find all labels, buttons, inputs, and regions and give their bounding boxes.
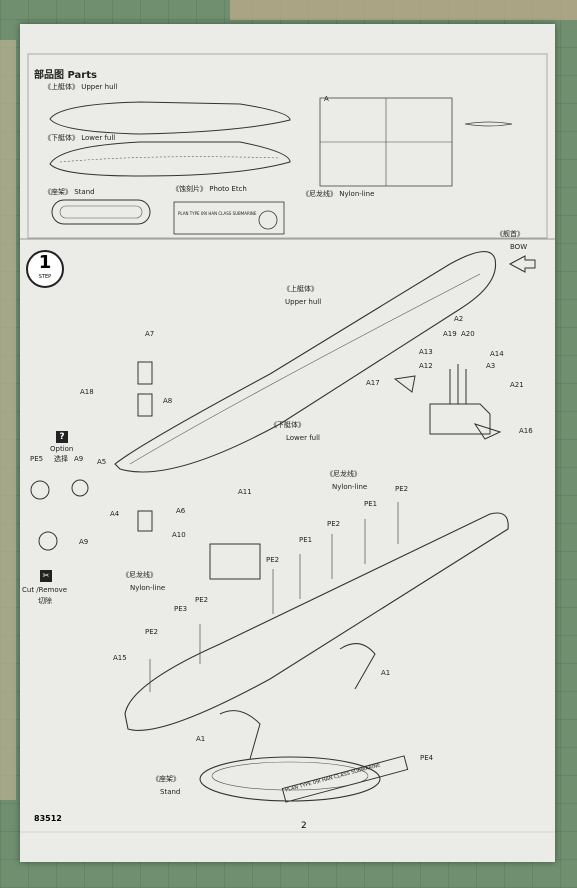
photo-etch-part bbox=[173, 201, 285, 235]
step-badge: 1 STEP bbox=[26, 250, 64, 288]
name-plate bbox=[281, 755, 409, 803]
pe2a: PE2 bbox=[395, 485, 409, 493]
part-a1b: A1 bbox=[196, 735, 206, 743]
part-a8-shape bbox=[137, 393, 153, 417]
lower-hull-callout-en: Lower full bbox=[286, 434, 320, 442]
step-word: STEP bbox=[38, 274, 52, 280]
part-a11: A11 bbox=[238, 488, 252, 496]
stand-arm-left bbox=[219, 710, 261, 760]
part-a19: A19 bbox=[443, 330, 457, 338]
part-a5: A5 bbox=[97, 458, 107, 466]
cut-remove-label-cn: 切除 bbox=[38, 597, 52, 605]
stand-callout-cn: 《座架》 bbox=[152, 775, 180, 783]
lower-hull-label: 《下艇体》 Lower full bbox=[44, 134, 116, 142]
lower-hull-callout-cn: 《下艇体》 bbox=[270, 421, 305, 429]
pe1a: PE1 bbox=[364, 500, 378, 508]
part-a3: A3 bbox=[486, 362, 496, 370]
stand-base bbox=[199, 756, 381, 802]
spare-sail bbox=[209, 543, 261, 580]
part-a2: A2 bbox=[454, 315, 464, 323]
ruler-top bbox=[230, 0, 577, 20]
assembled-hull bbox=[124, 512, 509, 731]
part-a7-shape bbox=[137, 361, 153, 385]
ruler-left bbox=[0, 40, 16, 800]
propeller-a9 bbox=[38, 531, 58, 551]
bow-arrow bbox=[508, 255, 536, 273]
parts-title: 部品图 Parts bbox=[34, 70, 97, 81]
part-a17-shape bbox=[393, 375, 416, 393]
etch-text: PLAN TYPE 09I HAN CLASS SUBMARINE bbox=[178, 211, 257, 216]
parts-frame bbox=[27, 53, 548, 239]
part-a8: A8 bbox=[163, 397, 173, 405]
pe3: PE3 bbox=[174, 605, 188, 613]
pe4: PE4 bbox=[420, 754, 434, 762]
upper-hull-callout-cn: 《上艇体》 bbox=[283, 285, 318, 293]
pe2e: PE2 bbox=[145, 628, 159, 636]
nylon-callout-cn-2: 《尼龙线》 bbox=[122, 571, 157, 579]
pe2b: PE2 bbox=[327, 520, 341, 528]
part-a4: A4 bbox=[110, 510, 120, 518]
pe2d: PE2 bbox=[195, 596, 209, 604]
stand-callout-en: Stand bbox=[160, 788, 181, 796]
part-a9b: A9 bbox=[79, 538, 89, 546]
part-a1a: A1 bbox=[381, 669, 391, 677]
part-a12: A12 bbox=[419, 362, 433, 370]
option-label-cn: 选择 bbox=[54, 455, 68, 463]
stand-part bbox=[51, 199, 151, 225]
option-icon: ? bbox=[56, 431, 68, 443]
propeller-option-2 bbox=[71, 479, 89, 497]
step-number: 1 bbox=[38, 252, 52, 273]
part-a7: A7 bbox=[145, 330, 155, 338]
bow-en: BOW bbox=[510, 243, 528, 251]
sail-assembly bbox=[429, 403, 491, 435]
stand-label: 《座架》 Stand bbox=[44, 188, 95, 196]
sprue-label: A bbox=[324, 95, 329, 103]
nylon-callout-en-1: Nylon-line bbox=[332, 483, 368, 491]
part-a18: A18 bbox=[80, 388, 94, 396]
nylon-callout-cn-1: 《尼龙线》 bbox=[326, 470, 361, 478]
pe2c: PE2 bbox=[266, 556, 280, 564]
photo-etch-label: 《蚀刻片》 Photo Etch bbox=[172, 185, 247, 193]
part-a16-shape bbox=[473, 423, 502, 440]
kit-code: 83512 bbox=[34, 814, 62, 823]
upper-hull-callout-en: Upper hull bbox=[285, 298, 322, 306]
part-a20: A20 bbox=[461, 330, 475, 338]
cut-remove-label: Cut /Remove bbox=[22, 586, 68, 594]
nylon-line-label: 《尼龙线》 Nylon-line bbox=[302, 190, 375, 198]
page-number: 2 bbox=[301, 821, 307, 831]
part-a21: A21 bbox=[510, 381, 524, 389]
nylon-callout-en-2: Nylon-line bbox=[130, 584, 166, 592]
lower-hull-part bbox=[49, 141, 291, 177]
stand-arm-right bbox=[339, 643, 376, 690]
pe1b: PE1 bbox=[299, 536, 313, 544]
part-a16: A16 bbox=[519, 427, 533, 435]
part-a10: A10 bbox=[172, 531, 186, 539]
upper-hull-label: 《上艇体》 Upper hull bbox=[44, 83, 118, 91]
part-a13: A13 bbox=[419, 348, 433, 356]
part-a9a: A9 bbox=[74, 455, 84, 463]
propeller-option-1 bbox=[30, 480, 50, 500]
option-label: Option bbox=[50, 445, 74, 453]
pe5: PE5 bbox=[30, 455, 44, 463]
part-a10-shape bbox=[137, 510, 153, 532]
scissors-icon: ✂ bbox=[40, 570, 52, 582]
part-a15: A15 bbox=[113, 654, 127, 662]
upper-hull-part bbox=[49, 101, 291, 135]
part-a6: A6 bbox=[176, 507, 186, 515]
instruction-sheet: 部品图 Parts bbox=[20, 24, 555, 862]
main-hull bbox=[114, 251, 497, 473]
part-a17: A17 bbox=[366, 379, 380, 387]
part-a14: A14 bbox=[490, 350, 504, 358]
drawing-layer bbox=[20, 53, 555, 833]
bow-cn: 《舰首》 bbox=[496, 230, 524, 238]
